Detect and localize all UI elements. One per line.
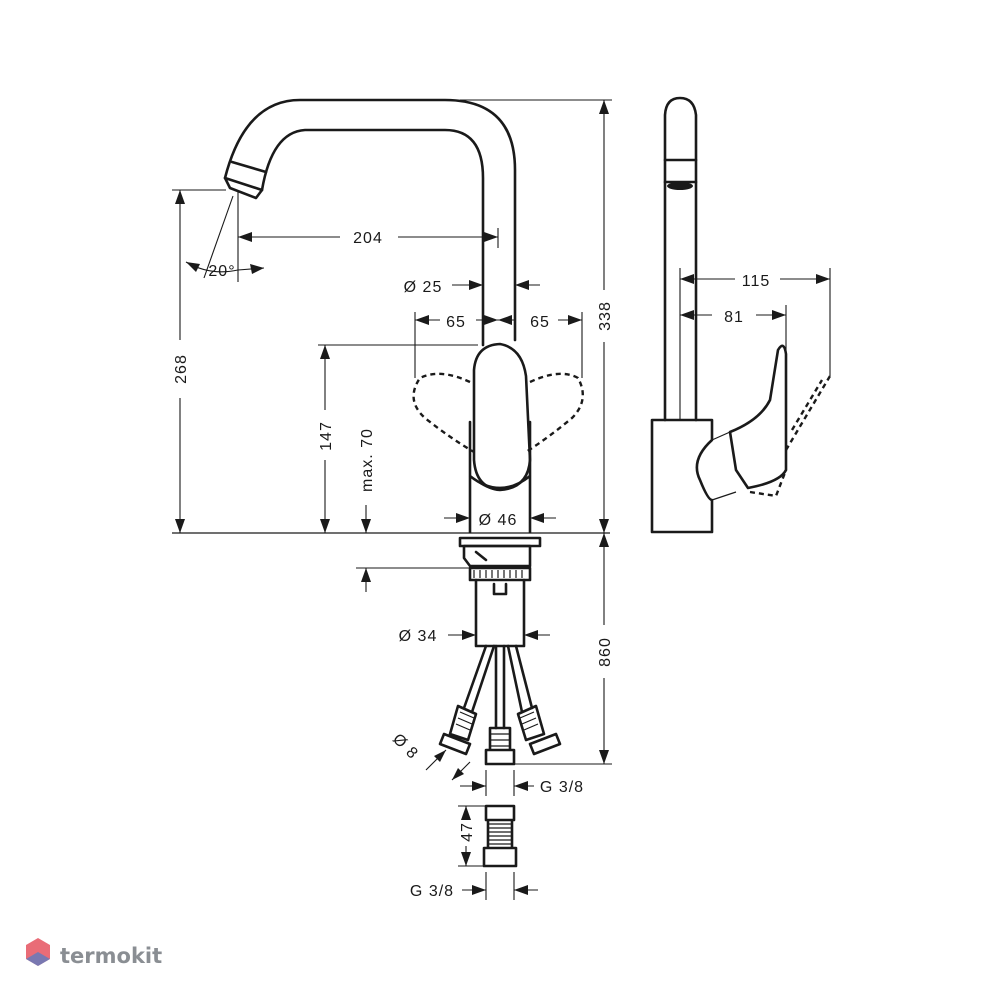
side-handle (728, 344, 788, 490)
label-spout-reach: 204 (353, 230, 383, 247)
hose-right (506, 644, 534, 714)
adapter (482, 804, 518, 868)
fitting-center-ridges (490, 733, 510, 747)
side-handle-swing (749, 375, 832, 498)
label-hose-thread: G 3/8 (540, 779, 584, 796)
mounting-nut (462, 544, 532, 568)
dimension-lines (179, 100, 830, 891)
label-max-deck-thickness: max. 70 (359, 428, 376, 492)
base-plate (458, 536, 542, 548)
faucet-side-view (650, 96, 832, 534)
label-side-depth-total: 115 (742, 273, 771, 290)
spout-inner-contour (260, 128, 485, 347)
aerator (223, 160, 268, 200)
termokit-logo-icon (26, 938, 50, 966)
hose-left (462, 644, 496, 714)
mixer-body-ring (477, 481, 523, 491)
label-handle-swing-right: 65 (530, 314, 550, 331)
extension-lines (172, 99, 831, 900)
spout-outer-contour (223, 98, 517, 342)
side-aerator-outlet (667, 182, 693, 190)
fitting-right (516, 704, 562, 756)
handle-swing-left (412, 372, 475, 454)
side-body (650, 418, 714, 534)
fitting-left-ridges (455, 711, 475, 731)
label-shank-diameter: Ø 34 (399, 628, 438, 645)
ring-hatching (473, 570, 523, 578)
mixer-body (468, 420, 532, 534)
faucet-front-view (172, 98, 610, 868)
side-handle-joint (711, 431, 737, 501)
label-total-height: 338 (597, 301, 614, 331)
label-handle-height: 147 (318, 421, 335, 451)
handle-lever (472, 342, 532, 492)
dimension-labels: 204 Ø 25 65 65 20° Ø 46 Ø 34 G 3/8 G 3/8… (173, 230, 771, 900)
side-spout-tube (663, 96, 698, 422)
watermark-brand-text: termokit (60, 944, 162, 968)
termokit-watermark: termokit (26, 938, 162, 968)
label-spout-angle: 20° (208, 263, 235, 280)
label-handle-swing-left: 65 (446, 314, 466, 331)
threaded-ring (468, 566, 532, 582)
fitting-left (438, 704, 478, 756)
fitting-right-ridges (519, 711, 539, 731)
side-aerator (663, 158, 698, 184)
label-hose-diameter: Ø 8 (389, 731, 421, 763)
label-outlet-height: 268 (173, 354, 190, 384)
dimension-arrowheads (175, 100, 830, 895)
handle-swing-right (525, 372, 584, 454)
label-adapter-thread: G 3/8 (410, 883, 454, 900)
adapter-thread (488, 823, 512, 845)
label-spout-tube-diameter: Ø 25 (404, 279, 443, 296)
label-base-diameter: Ø 46 (479, 512, 518, 529)
label-adapter-length: 47 (459, 822, 476, 842)
hose-center (494, 644, 506, 730)
shank (474, 578, 526, 648)
label-side-depth-handle: 81 (724, 309, 744, 326)
label-hose-length: 860 (597, 637, 614, 667)
